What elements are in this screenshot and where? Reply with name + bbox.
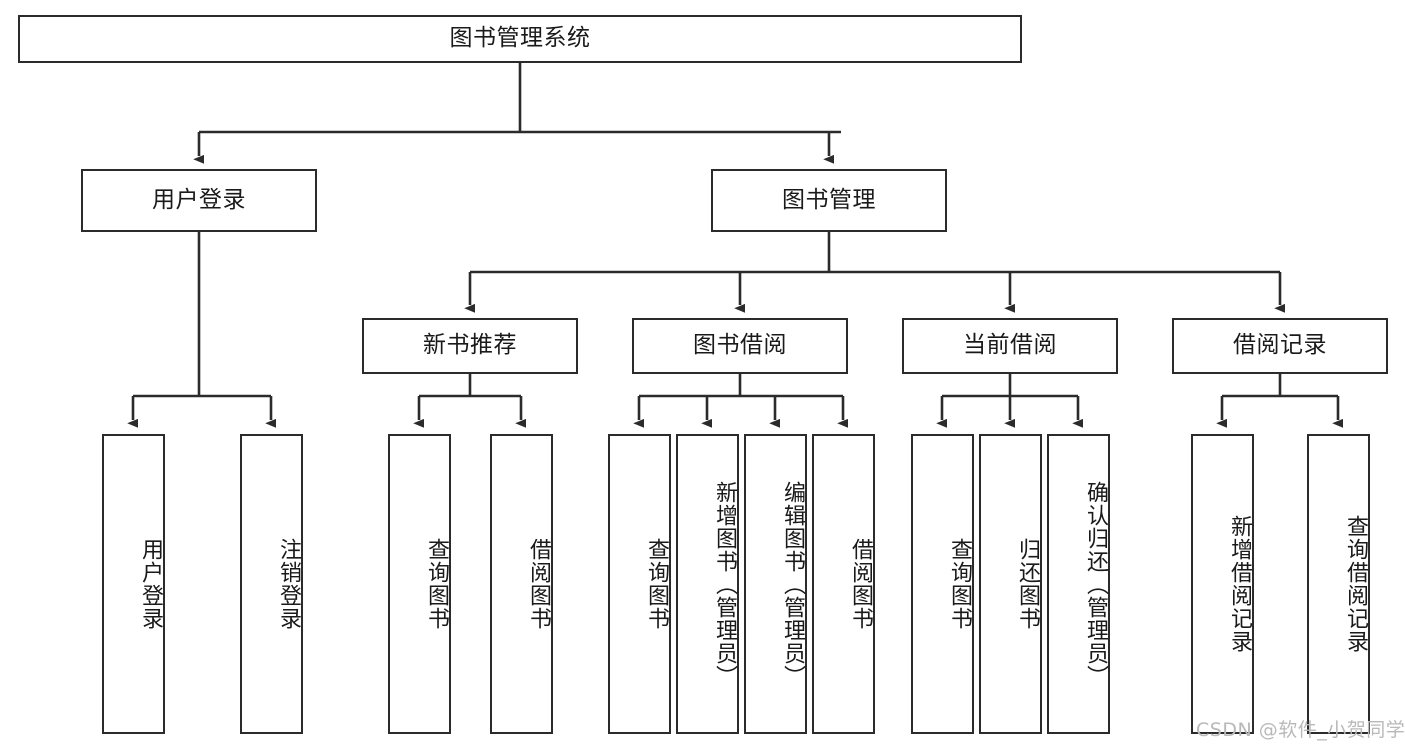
leaf-label: 用户登录 <box>138 538 163 630</box>
leaf-label: 注销登录 <box>276 538 301 630</box>
node-borrow-record-label: 借阅记录 <box>1233 332 1327 359</box>
leaf-new-book-query[interactable]: 查询图书 <box>388 434 451 734</box>
csdn-watermark: CSDN @软件_小贺同学 <box>1196 719 1405 741</box>
leaf-label: 确认归还（管理员） <box>1083 480 1108 688</box>
leaf-label: 查询图书 <box>947 538 972 630</box>
node-new-book-recommend[interactable]: 新书推荐 <box>362 318 578 374</box>
node-current-borrow-label: 当前借阅 <box>963 332 1057 359</box>
leaf-current-borrow-confirm[interactable]: 确认归还（管理员） <box>1047 434 1110 734</box>
leaf-book-borrow-borrow[interactable]: 借阅图书 <box>812 434 875 734</box>
node-user-login[interactable]: 用户登录 <box>81 169 317 232</box>
leaf-label: 查询图书 <box>424 538 449 630</box>
leaf-new-book-borrow[interactable]: 借阅图书 <box>490 434 553 734</box>
node-book-borrow-label: 图书借阅 <box>693 332 787 359</box>
node-borrow-record[interactable]: 借阅记录 <box>1172 318 1388 374</box>
leaf-label: 借阅图书 <box>848 538 873 630</box>
leaf-book-borrow-add[interactable]: 新增图书（管理员） <box>676 434 739 734</box>
leaf-label: 查询图书 <box>644 538 669 630</box>
leaf-current-borrow-return[interactable]: 归还图书 <box>979 434 1042 734</box>
node-book-borrow[interactable]: 图书借阅 <box>632 318 848 374</box>
node-new-book-recommend-label: 新书推荐 <box>423 332 517 359</box>
node-book-management[interactable]: 图书管理 <box>711 169 947 232</box>
node-book-management-label: 图书管理 <box>782 186 876 213</box>
leaf-label: 编辑图书（管理员） <box>780 480 805 688</box>
node-user-login-label: 用户登录 <box>152 186 246 213</box>
node-root[interactable]: 图书管理系统 <box>18 15 1022 63</box>
leaf-label: 新增图书（管理员） <box>712 480 737 688</box>
leaf-borrow-record-add[interactable]: 新增借阅记录 <box>1191 434 1254 734</box>
leaf-label: 借阅图书 <box>526 538 551 630</box>
leaf-user-login-login[interactable]: 用户登录 <box>102 434 165 734</box>
leaf-current-borrow-query[interactable]: 查询图书 <box>911 434 974 734</box>
leaf-book-borrow-edit[interactable]: 编辑图书（管理员） <box>744 434 807 734</box>
leaf-label: 归还图书 <box>1015 538 1040 630</box>
leaf-book-borrow-query[interactable]: 查询图书 <box>608 434 671 734</box>
leaf-label: 新增借阅记录 <box>1227 515 1252 653</box>
leaf-user-login-logout[interactable]: 注销登录 <box>240 434 303 734</box>
leaf-label: 查询借阅记录 <box>1343 515 1368 653</box>
leaf-borrow-record-query[interactable]: 查询借阅记录 <box>1307 434 1370 734</box>
node-root-label: 图书管理系统 <box>449 25 591 52</box>
node-current-borrow[interactable]: 当前借阅 <box>902 318 1118 374</box>
